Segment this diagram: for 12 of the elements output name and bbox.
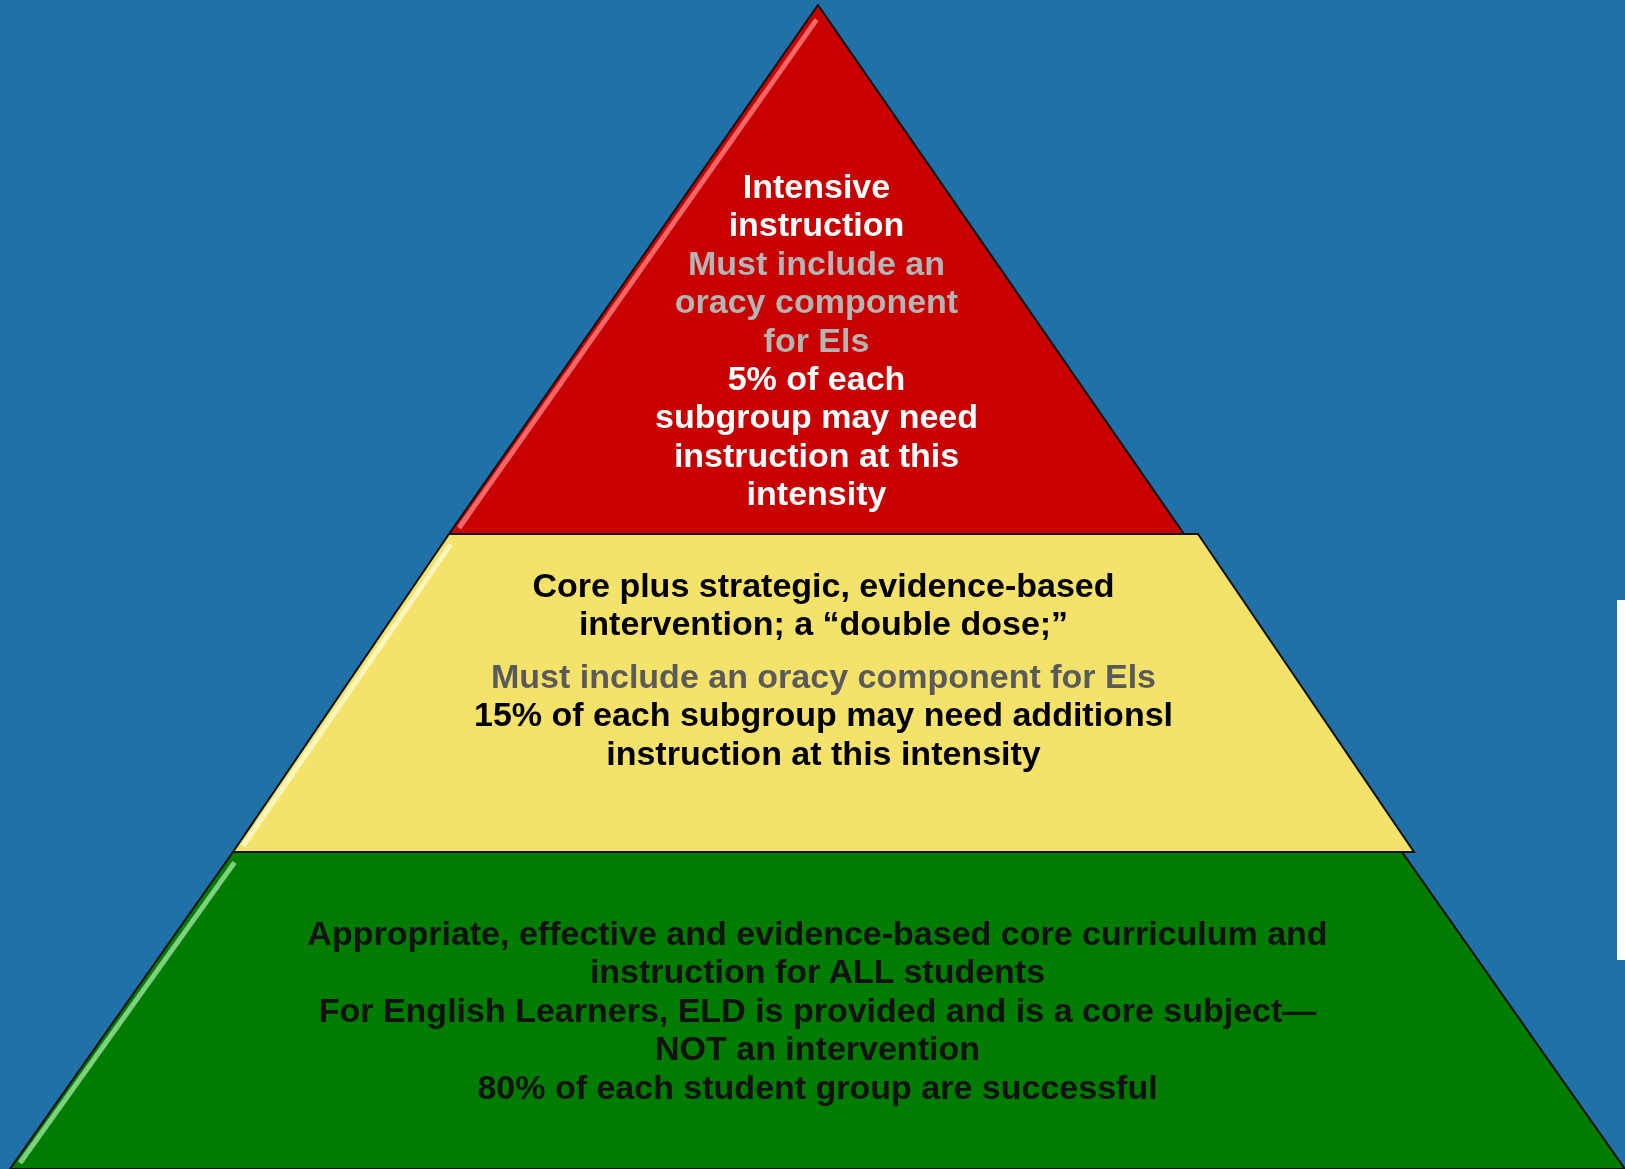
tier-text: Core plus strategic, evidence-based intervention; a “double dose;” [531,566,1116,643]
tier-text: 80% of each student group are successful [477,1067,1158,1107]
tier-text: Appropriate, effective and evidence-based core curriculum and instruction for ALL students [306,914,1329,991]
tier-text: Must include an oracy component for Els [491,656,1156,696]
tier-text: Must include an oracy component for Els [673,243,960,360]
tier-text: Intensive instruction [727,167,906,244]
pyramid-tier [10,852,1625,1169]
pyramid-tier [449,5,1184,534]
tier-text: For English Learners, ELD is provided and is a core subject—NOT an intervention [317,990,1318,1068]
pyramid-tier [233,534,1414,852]
tier-text: 15% of each subgroup may need additionsl instruction at this intensity [473,695,1174,773]
tier-text: 5% of each subgroup may need instruction at this intensity [653,359,980,513]
